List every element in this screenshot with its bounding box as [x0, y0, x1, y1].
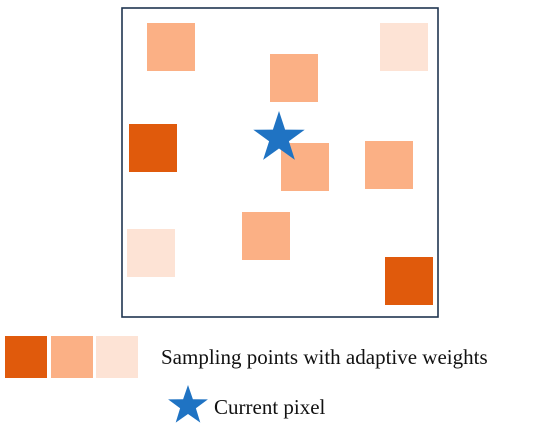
current-pixel-star-icon — [253, 111, 305, 160]
sampling-point — [147, 23, 195, 71]
sampling-point — [385, 257, 433, 305]
sampling-point — [127, 229, 175, 277]
sampling-point — [129, 124, 177, 172]
legend-pixel-label: Current pixel — [214, 395, 326, 419]
legend-swatch-medium — [51, 336, 93, 378]
legend-swatch-light — [96, 336, 138, 378]
legend-swatch-dark — [5, 336, 47, 378]
legend-star-icon — [168, 385, 208, 423]
sampling-point — [242, 212, 290, 260]
legend-sampling-label: Sampling points with adaptive weights — [161, 345, 488, 369]
sampling-points-group — [127, 23, 433, 305]
sampling-point — [365, 141, 413, 189]
sampling-point — [270, 54, 318, 102]
sampling-point — [380, 23, 428, 71]
sampling-region-frame — [121, 7, 439, 318]
legend: Sampling points with adaptive weights Cu… — [5, 336, 488, 423]
